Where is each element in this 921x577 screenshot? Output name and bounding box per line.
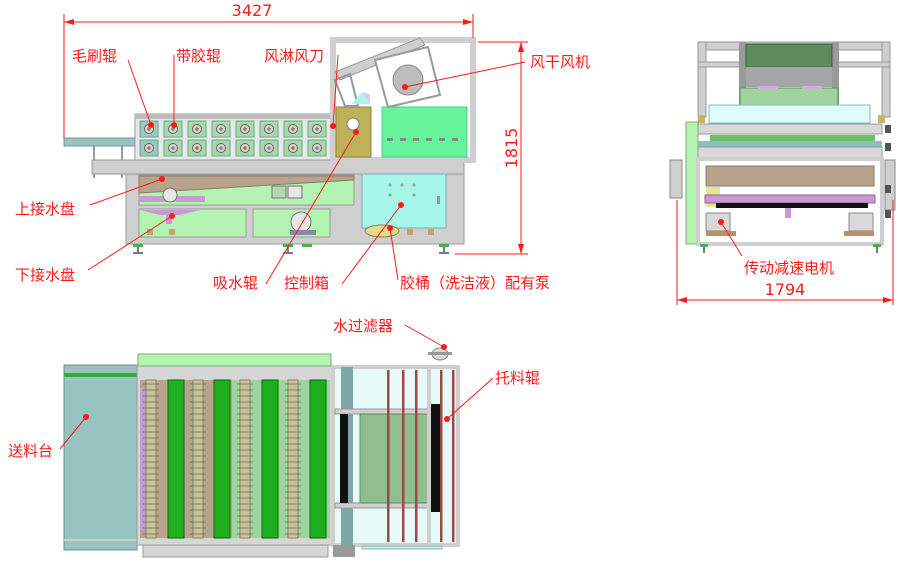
roller-axle	[171, 127, 175, 131]
dimension-height-label: 1815	[502, 128, 521, 169]
support-roller-bar	[402, 370, 405, 542]
roller-axle	[291, 146, 295, 150]
label-upper-drip-tray: 上接水盘	[15, 200, 75, 218]
panel-bolt	[413, 138, 419, 141]
roller-axle	[291, 127, 295, 131]
label-water-absorb-roller: 吸水辊	[213, 274, 258, 292]
support-roller-bar	[415, 370, 418, 542]
panel-bolt	[387, 138, 393, 141]
dimension-length-label: 3427	[232, 1, 273, 20]
roller-axle	[219, 127, 223, 131]
roller-axle	[219, 146, 223, 150]
label-brush-roller: 毛刷辊	[72, 47, 117, 65]
brush-roller-top	[239, 379, 251, 539]
support-roller-bar	[452, 370, 455, 542]
brush-roller-top	[145, 379, 157, 539]
roller-axle	[147, 127, 151, 131]
control-box	[361, 173, 447, 229]
support-roller-bar	[440, 370, 443, 542]
label-support-roller: 托料辊	[495, 369, 540, 387]
roller-axle	[171, 146, 175, 150]
roller-axle	[195, 146, 199, 150]
dimension-overall-height	[455, 41, 528, 255]
rubber-roller-top	[167, 379, 185, 539]
panel-bolt	[426, 138, 432, 141]
roller-axle	[243, 146, 247, 150]
label-glue-bucket: 胶桶（洗洁液）配有泵	[400, 274, 550, 292]
roller-axle	[267, 127, 271, 131]
panel-bolt	[439, 138, 445, 141]
roller-axle	[267, 146, 271, 150]
label-water-filter: 水过滤器	[333, 317, 393, 335]
label-air-shower-knife: 风淋风刀	[264, 47, 324, 65]
top-view	[63, 347, 460, 558]
rubber-roller-top	[213, 379, 231, 539]
label-lower-drip-tray: 下接水盘	[15, 266, 75, 284]
front-view	[63, 37, 476, 254]
label-feed-table: 送料台	[8, 442, 53, 460]
label-rubber-roller: 带胶辊	[176, 47, 221, 65]
roller-axle	[147, 146, 151, 150]
label-drive-motor: 传动减速电机	[744, 259, 834, 277]
callout-lines	[59, 54, 743, 450]
roller-axle	[315, 146, 319, 150]
top-feed-table	[63, 364, 138, 551]
roller-axle	[195, 127, 199, 131]
brush-roller-top	[192, 379, 204, 539]
brush-roller-top	[287, 379, 299, 539]
label-control-box: 控制箱	[284, 274, 329, 292]
rubber-roller-top	[261, 379, 279, 539]
drying-fan	[392, 64, 424, 96]
roller-axle	[315, 127, 319, 131]
dimension-overall-length	[63, 14, 474, 138]
side-view	[669, 41, 896, 253]
dimension-width-label: 1794	[765, 280, 806, 299]
front-feed-table	[63, 137, 143, 147]
roller-axle	[243, 127, 247, 131]
panel-bolt	[400, 138, 406, 141]
support-roller-bar	[387, 370, 390, 542]
rubber-roller-top	[309, 379, 327, 539]
panel-bolt	[452, 138, 458, 141]
dimension-overall-width	[676, 200, 894, 305]
label-drying-fan: 风干风机	[530, 53, 590, 71]
